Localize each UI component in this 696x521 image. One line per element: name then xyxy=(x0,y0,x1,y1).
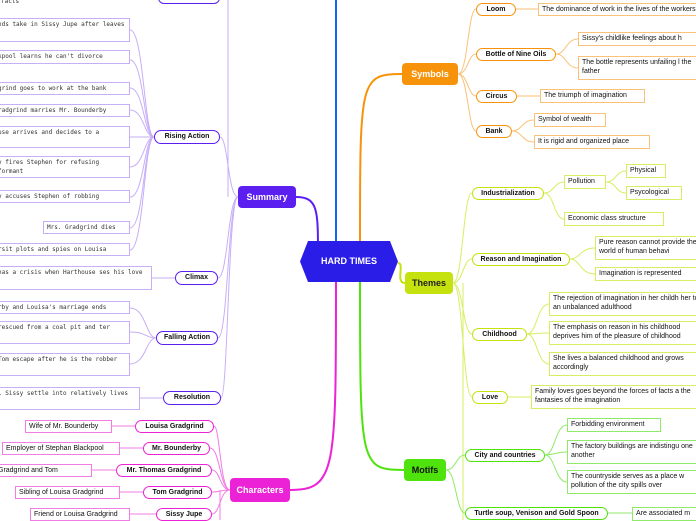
rising-action-item[interactable]: use arrives and decides to a xyxy=(0,126,130,148)
central-topic-shape xyxy=(300,241,398,282)
motif-detail[interactable]: The factory buildings are indistingu one… xyxy=(567,440,696,464)
theme-reason-detail[interactable]: Imagination is represented xyxy=(595,267,696,281)
symbol-detail[interactable]: Sissy's childlike feelings about h xyxy=(578,32,696,46)
climax-subtopic[interactable]: Climax xyxy=(175,271,218,285)
rising-action-subtopic[interactable]: Rising Action xyxy=(154,130,220,144)
symbol-loom[interactable]: Loom xyxy=(476,3,516,16)
falling-action-subtopic[interactable]: Falling Action xyxy=(156,331,218,345)
character-desc[interactable]: Gradgrind and Tom Gradgrind xyxy=(0,464,92,477)
symbol-detail[interactable]: Symbol of wealth xyxy=(534,113,606,127)
theme-industrialization[interactable]: Industrialization xyxy=(472,187,544,200)
theme-economic-class[interactable]: Economic class structure xyxy=(564,212,664,226)
theme-childhood-detail[interactable]: The emphasis on reason in his childhood … xyxy=(549,321,696,345)
character-desc[interactable]: Sibling of Louisa Gradgrind xyxy=(15,486,120,499)
theme-pollution[interactable]: Pollution xyxy=(564,175,606,189)
symbol-circus[interactable]: Circus xyxy=(476,90,517,103)
motif-detail[interactable]: Are associated m xyxy=(632,507,696,521)
rising-action-item[interactable]: Mrs. Gradgrind dies xyxy=(43,221,130,234)
climax-item[interactable]: has a crisis when Harthouse ses his love xyxy=(0,266,152,290)
theme-pollution-psycological[interactable]: Psycological xyxy=(626,186,682,200)
falling-action-item[interactable]: Tom escape after he is the robber xyxy=(0,353,130,376)
symbol-detail[interactable]: The triumph of imagination xyxy=(540,89,645,103)
theme-reason-detail[interactable]: Pure reason cannot provide the world of … xyxy=(595,236,696,260)
summary-topic[interactable]: Summary xyxy=(238,186,296,208)
symbol-detail[interactable]: The dominance of work in the lives of th… xyxy=(538,3,696,16)
rising-action-item[interactable]: grind goes to work at the bank xyxy=(0,82,130,95)
rising-action-item[interactable]: y accuses Stephen of robbing xyxy=(0,190,130,203)
character-mr-thomas-gradgrind[interactable]: Mr. Thomas Gradgrind xyxy=(116,464,212,477)
symbol-detail[interactable]: The bottle represents unfailing l the fa… xyxy=(578,56,696,80)
resolution-subtopic[interactable]: Resolution xyxy=(163,391,221,405)
symbol-bank[interactable]: Bank xyxy=(476,125,512,138)
falling-action-item[interactable]: rescued from a coal pit and ter xyxy=(0,321,130,344)
summary-top-subtopic[interactable] xyxy=(158,0,220,4)
theme-childhood[interactable]: Childhood xyxy=(472,328,527,341)
characters-topic[interactable]: Characters xyxy=(230,478,290,502)
rising-action-item[interactable]: rsit plots and spies on Louisa xyxy=(0,243,130,256)
motif-turtle-soup[interactable]: Turtle soup, Venison and Gold Spoon xyxy=(465,507,608,520)
rising-action-item[interactable]: kpool learns he can't divorce xyxy=(0,50,130,64)
character-desc[interactable]: Friend or Louisa Gradgrind xyxy=(30,508,130,521)
themes-topic[interactable]: Themes xyxy=(405,272,453,294)
theme-childhood-detail[interactable]: The rejection of imagination in her chil… xyxy=(549,292,696,316)
motif-city-and-countries[interactable]: City and countries xyxy=(465,449,545,462)
symbol-bottle-of-nine-oils[interactable]: Bottle of Nine Oils xyxy=(476,48,556,61)
theme-childhood-detail[interactable]: She lives a balanced childhood and grows… xyxy=(549,352,696,376)
central-topic-label: HARD TIMES xyxy=(321,256,377,266)
character-mr-bounderby[interactable]: Mr. Bounderby xyxy=(143,442,210,455)
rising-action-item[interactable]: y fires Stephen for refusing formant xyxy=(0,156,130,178)
theme-reason-and-imagination[interactable]: Reason and Imagination xyxy=(472,253,570,266)
character-sissy-jupe[interactable]: Sissy Jupe xyxy=(156,508,212,521)
character-desc[interactable]: Wife of Mr. Bounderby xyxy=(25,420,112,433)
motif-detail[interactable]: The countryside serves as a place w poll… xyxy=(567,470,696,494)
summary-leaf[interactable]: facts xyxy=(0,0,78,6)
central-topic[interactable]: HARD TIMES xyxy=(300,241,398,282)
theme-pollution-physical[interactable]: Physical xyxy=(626,164,666,178)
falling-action-item[interactable]: rby and Louisa's marriage ends xyxy=(0,301,130,314)
theme-love[interactable]: Love xyxy=(472,391,508,404)
character-desc[interactable]: Employer of Stephan Blackpool xyxy=(2,442,120,455)
resolution-item[interactable]: l Sissy settle into relatively lives xyxy=(0,387,140,410)
theme-love-detail[interactable]: Family loves goes beyond the forces of f… xyxy=(531,385,696,409)
motif-detail[interactable]: Forbidding environment xyxy=(567,418,661,432)
character-louisa-gradgrind[interactable]: Louisa Gradgrind xyxy=(135,420,214,433)
motifs-topic[interactable]: Motifs xyxy=(404,459,446,481)
character-tom-gradgrind[interactable]: Tom Gradgrind xyxy=(143,486,212,499)
symbol-detail[interactable]: It is rigid and organized place xyxy=(534,135,650,149)
rising-action-item[interactable]: nds take in Sissy Jupe after leaves xyxy=(0,18,130,42)
rising-action-item[interactable]: radgrind marries Mr. Bounderby xyxy=(0,104,130,117)
symbols-topic[interactable]: Symbols xyxy=(402,63,458,85)
